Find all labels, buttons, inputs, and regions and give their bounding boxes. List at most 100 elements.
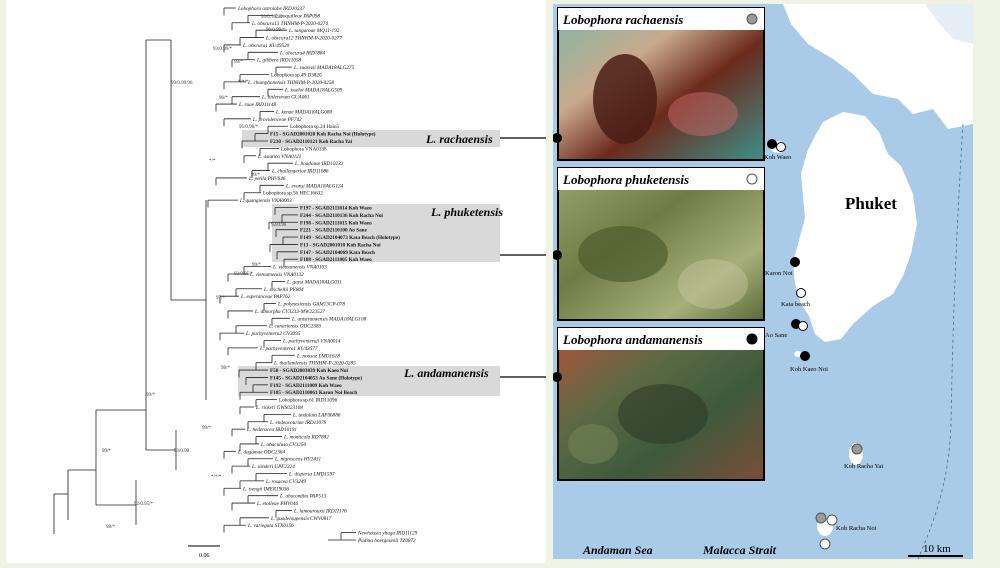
clade-label-rachaensis: L. rachaensis: [425, 132, 493, 146]
tree-leaf-label: L. abscondita PAP513: [279, 494, 327, 500]
photo-title-phuketensis: Lobophora phuketensis: [562, 172, 689, 187]
tree-leaf-label: L. etoileae PHV046: [256, 500, 298, 507]
tree-leaf-label: L. gaysi MADA18ALG031: [286, 279, 342, 285]
photo-panel-andamanensis: Lobophora andamanensis: [557, 327, 765, 481]
sea-label-malacca: Malacca Strait: [702, 543, 777, 557]
tree-leaf-label: L. nigrescens HV2431: [274, 456, 321, 463]
tree-leaf-label: L. abaculusa CV3250: [260, 442, 307, 448]
support-value: */*/*: [238, 80, 249, 85]
support-value: 99/*: [102, 449, 111, 454]
tree-leaf-label: L. seichellii PF804: [263, 286, 304, 293]
tree-leaf-label: L. obscura4 IRD7884: [279, 49, 326, 56]
support-value: 93/0.99/*: [213, 47, 233, 52]
site-label-kata-beach: Kata beach: [781, 301, 811, 308]
boundary-line: [917, 123, 964, 559]
photo-title-bar: [558, 328, 764, 350]
marker-koh-waeo-white: [776, 142, 786, 152]
photo-detail: [593, 54, 657, 144]
island-koh-kaeo-noi: [794, 351, 802, 357]
tree-leaf-label: L. asiatica VNA0121: [257, 154, 302, 160]
legend-marker-white: [746, 173, 758, 185]
photo-detail: [568, 424, 618, 464]
tree-leaf-label: L. obscura13 THNHM-P-2020-0274: [251, 20, 328, 27]
tree-leaf-label: L. esperanceae PAP762: [240, 294, 291, 300]
tree-leaf-label: F15 - SGAD2001020 Koh Racha Noi (Holotyp…: [270, 131, 376, 138]
tree-leaf-label: L. monticola RD7882: [283, 435, 329, 441]
support-value: 99/0.99/96: [171, 81, 193, 86]
tree-leaf-label: F188 - SGAD2111005 Koh Waeo: [300, 257, 372, 263]
tree-leaf-label: L. nousae LMD1618: [296, 353, 340, 359]
tree-leaf-label: L. variegata STX0156: [247, 523, 294, 529]
marker-koh-racha-noi-white-2: [819, 538, 831, 550]
clade-label-andamanensis: L. andamanensis: [403, 366, 489, 380]
photo-detail: [578, 226, 668, 282]
tree-leaf-label: F185 - SGAD2110061 Karon Noi Beach: [270, 390, 357, 396]
tree-leaf-label: L. suarezii MADA18ALG275: [293, 65, 355, 71]
phuket-map: Phuket Koh Waeo Karon Noi Kata beach Ao …: [553, 4, 973, 559]
tree-leaf-label: L. pachyventera1 KU43577: [259, 345, 318, 352]
support-value: 98/*: [221, 366, 230, 371]
tree-leaf-label: L. pachyventera2 CV3095: [245, 331, 301, 337]
island-small: [909, 81, 917, 87]
tree-leaf-label: L. gibbera IRD11058: [256, 58, 302, 64]
tree-leaf-label: L. rosacea CV3249: [265, 478, 306, 485]
mainland-detail: [925, 4, 973, 44]
support-value: 97/*: [216, 296, 225, 301]
tree-leaf-label: L. chumphonensis THNHM-P-2020-0258: [247, 80, 334, 86]
tree-leaf-label: L. coquilleae PAP098: [274, 13, 320, 19]
tree-leaf-label: L. thailandensis THNHM-P-2020-0285: [273, 361, 356, 367]
photo-title-andamanensis: Lobophora andamanensis: [562, 332, 703, 347]
tree-leaf-label: L. vietnamensis VNA0132: [249, 272, 304, 278]
island-label-phuket: Phuket: [845, 194, 897, 213]
tree-leaf-label: L. dimorpha CV3233-MW223527: [254, 309, 325, 315]
support-value: 93/0.99/99: [261, 15, 283, 20]
legend-marker-black: [746, 333, 758, 345]
tree-leaf-label: F230 - SGAD2110121 Koh Racha Yai: [270, 139, 353, 145]
photo-detail: [618, 384, 708, 444]
tree-leaf-label: Lobophora sp.61 IRD11096: [279, 398, 338, 404]
support-value: 99/*: [252, 263, 261, 268]
tree-leaf-label: L. evansi MADA18ALG134: [285, 182, 344, 189]
tree-leaf-label: Lobophora astrolabe IRD10237: [237, 6, 305, 12]
tree-branches: [53, 7, 356, 541]
sea-label-andaman: Andaman Sea: [582, 543, 653, 557]
support-value: 96/0.99/*: [266, 28, 286, 33]
clade-box-phuketensis: [272, 204, 500, 262]
tree-leaf-label: F244 - SGAD2110136 Koh Racha Noi: [300, 213, 383, 219]
tree-scale-label: 0.06: [199, 553, 210, 559]
site-label-koh-waeo: Koh Waeo: [764, 154, 791, 161]
mainland-shape: [783, 4, 973, 129]
support-value: 93/0.95/*: [234, 272, 254, 277]
map-panel: Phuket Koh Waeo Karon Noi Kata beach Ao …: [553, 4, 973, 559]
marker-karon-noi: [790, 257, 800, 267]
site-label-koh-racha-noi: Koh Racha Noi: [836, 525, 877, 532]
tree-leaf-label: Padina boergesenii TZ0872: [357, 538, 416, 544]
connector-dot-phuketensis: [553, 250, 562, 260]
tree-leaf-label: F221 - SGAD2110100 Ao Sane: [300, 228, 368, 234]
tree-leaf-label: L. sonderi UPF2324: [251, 463, 295, 470]
tree-leaf-label: Lobophora sp.49 D3820: [271, 73, 322, 79]
site-label-koh-racha-yai: Koh Racha Yai: [844, 463, 883, 470]
tree-leaf-label: L. guadeloupensis CWV0817: [270, 516, 332, 522]
island-small: [890, 70, 902, 78]
tree-leaf-label: L. pachyventera3 VNA0014: [282, 338, 341, 345]
map-scale-label: 10 km: [923, 543, 951, 555]
support-value: */*/*: [211, 475, 222, 480]
photo-rachaensis: [557, 7, 765, 161]
tree-leaf-label: Lobophora sp.56 HEC16632: [263, 191, 323, 197]
support-value: 99/*: [146, 393, 155, 398]
tree-leaf-label: Newhousia yhaga IRD11129: [357, 531, 418, 537]
tree-leaf-label: F13 - SGAD2001018 Koh Racha Noi: [300, 242, 381, 248]
marker-koh-racha-noi-grey: [815, 512, 827, 524]
tree-leaf-label: L. dispersa LMD1597: [288, 472, 335, 478]
legend-marker-grey: [746, 13, 758, 25]
connector-dot-rachaensis: [553, 133, 562, 143]
tree-leaf-label: L. antsiranaensis MADA18ALG108: [291, 316, 367, 322]
clade-box-rachaensis: [242, 130, 500, 147]
tree-leaf-label: L. obscura12 THNHM-P-2020-0277: [265, 36, 342, 42]
tree-leaf-label: L. obscura1 KU49520: [242, 42, 290, 49]
tree-leaf-label: L. providenceae PF742: [252, 116, 302, 123]
